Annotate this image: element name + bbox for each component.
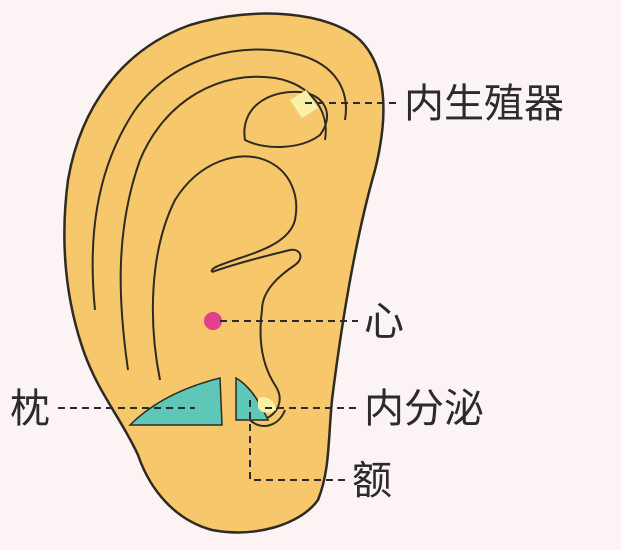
ear-outline <box>64 14 383 533</box>
label-heart: 心 <box>364 302 404 342</box>
heart-point <box>204 312 222 330</box>
label-forehead: 额 <box>352 461 392 501</box>
label-occiput: 枕 <box>10 389 50 429</box>
label-reproductive: 内生殖器 <box>404 84 564 124</box>
label-endocrine: 内分泌 <box>364 389 484 429</box>
